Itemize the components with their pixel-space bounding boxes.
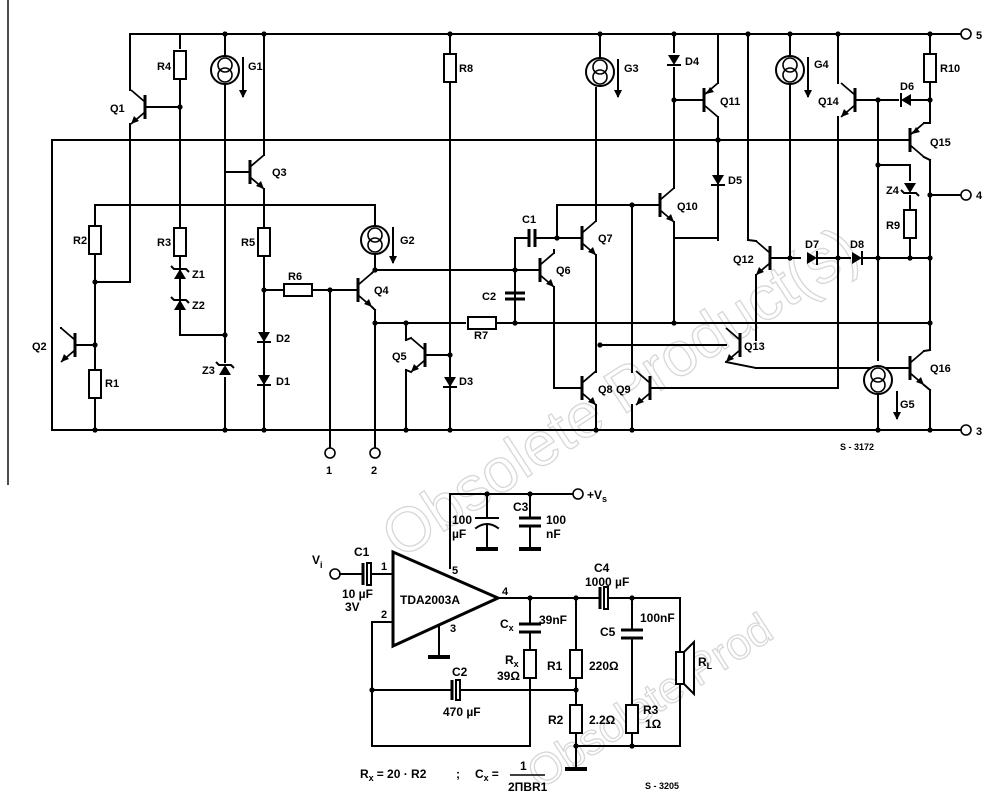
label-c2-value: 470 µF: [443, 705, 481, 719]
terminal-1-label: 1: [326, 465, 332, 477]
label-z4: Z4: [886, 185, 900, 197]
label-c3-unit: nF: [546, 527, 561, 541]
label-q8: Q8: [598, 384, 613, 396]
label-q13: Q13: [744, 341, 765, 353]
label-q1: Q1: [110, 103, 125, 115]
label-r2: R2: [73, 235, 87, 247]
label-q16: Q16: [930, 363, 951, 375]
label-pin3: 3: [450, 623, 456, 635]
label-d3: D3: [459, 376, 473, 388]
label-q10: Q10: [677, 201, 698, 213]
label-z2: Z2: [192, 300, 205, 312]
diagram-code-top: S - 3172: [840, 442, 874, 452]
label-r8: R8: [459, 63, 473, 75]
label-q3: Q3: [272, 167, 287, 179]
label-c3: C3: [513, 500, 529, 514]
label-r3-value: 1Ω: [645, 717, 662, 731]
label-rx: Rx: [505, 653, 519, 669]
internal-schematic: [51, 28, 972, 459]
label-c4-value: 1000 µF: [585, 575, 629, 589]
label-rl: RL: [698, 655, 713, 671]
label-pin4: 4: [502, 586, 509, 598]
label-r1-value: 220Ω: [589, 659, 619, 673]
label-pin5: 5: [452, 565, 458, 577]
label-q6: Q6: [556, 265, 571, 277]
application-circuit-labels: Vi C1 10 µF 3V 1 2 3 4 5 TDA2003A +Vs 10…: [312, 488, 713, 794]
label-r4: R4: [157, 61, 172, 73]
label-cx-value: 39nF: [539, 613, 567, 627]
label-g2: G2: [400, 235, 415, 247]
label-pin2: 2: [381, 609, 387, 621]
label-r9: R9: [886, 220, 900, 232]
label-d7: D7: [805, 239, 819, 251]
terminal-5-label: 5: [976, 30, 982, 42]
label-r2: R2: [548, 713, 564, 727]
formula-rx: Rx= 20 · R2: [360, 767, 427, 783]
label-vi: Vi: [312, 553, 323, 570]
label-c1-voltage: 3V: [345, 600, 360, 614]
label-c1: C1: [354, 545, 370, 559]
label-d5: D5: [728, 175, 742, 187]
application-circuit: [329, 488, 695, 771]
label-g5: G5: [900, 399, 915, 411]
label-c2-top: C2: [482, 291, 496, 303]
terminal-2-label: 2: [371, 465, 377, 477]
label-c3-value: 100: [546, 513, 566, 527]
label-r10: R10: [940, 63, 960, 75]
label-r6: R6: [288, 271, 302, 283]
internal-schematic-labels: R4 G1 R8 G3 D4 G4 R10 Q1 Q11 Q14 D6 Q15 …: [32, 30, 983, 477]
label-d2: D2: [276, 333, 290, 345]
label-pin1: 1: [381, 561, 387, 573]
label-c5: C5: [600, 625, 616, 639]
label-r7: R7: [474, 330, 488, 342]
label-r2-value: 2.2Ω: [589, 713, 616, 727]
label-d4: D4: [685, 56, 700, 68]
label-r3: R3: [643, 703, 659, 717]
label-q5: Q5: [392, 351, 407, 363]
diagram-code-bottom: S - 3205: [645, 781, 679, 791]
label-c2: C2: [452, 665, 468, 679]
label-d1: D1: [276, 376, 290, 388]
label-d6: D6: [900, 81, 914, 93]
label-q7: Q7: [598, 233, 613, 245]
label-q4: Q4: [374, 285, 390, 297]
formula-separator: ;: [456, 767, 460, 781]
label-c100-unit: µF: [452, 527, 466, 541]
watermark-text-lower: Obsolete Prod: [519, 604, 782, 798]
label-r5: R5: [241, 237, 255, 249]
label-rx-value: 39Ω: [497, 669, 520, 683]
label-q9: Q9: [616, 384, 631, 396]
label-z1: Z1: [192, 269, 205, 281]
label-d8: D8: [850, 239, 864, 251]
ic-label: TDA2003A: [400, 593, 460, 607]
label-g3: G3: [624, 63, 639, 75]
label-c4: C4: [594, 561, 610, 575]
label-r1-top: R1: [105, 378, 119, 390]
label-c100-value: 100: [452, 513, 472, 527]
label-g4: G4: [814, 59, 830, 71]
label-c1-top: C1: [522, 214, 536, 226]
formula-cx: Cx=: [475, 767, 499, 783]
terminal-4-label: 4: [976, 190, 983, 202]
label-q14: Q14: [818, 96, 840, 108]
label-r1: R1: [547, 659, 563, 673]
label-q12: Q12: [733, 254, 754, 266]
label-vs: +Vs: [587, 488, 607, 504]
label-g1: G1: [248, 61, 263, 73]
formula-denominator: 2ΠBR1: [508, 780, 548, 794]
formula-numerator: 1: [520, 759, 527, 773]
label-q11: Q11: [720, 96, 740, 108]
label-r3: R3: [157, 237, 171, 249]
label-cx: Cx: [500, 617, 514, 633]
label-q2: Q2: [32, 341, 47, 353]
label-c1-value: 10 µF: [342, 587, 373, 601]
label-z3: Z3: [202, 365, 215, 377]
label-q15: Q15: [930, 137, 951, 149]
label-c5-value: 100nF: [640, 611, 675, 625]
terminal-3-label: 3: [976, 426, 982, 438]
